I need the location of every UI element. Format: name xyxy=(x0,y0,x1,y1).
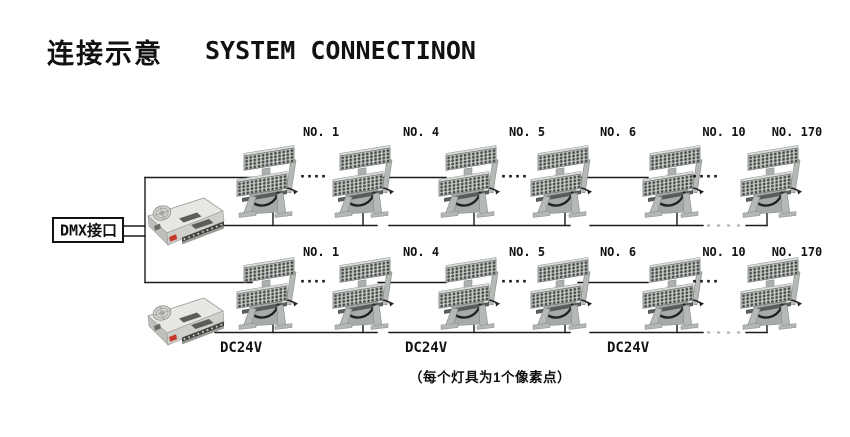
fixture-number-label: NO. 5 xyxy=(509,125,545,139)
omitted-fixtures-dots xyxy=(322,279,325,283)
omitted-fixtures-dots xyxy=(502,279,505,283)
power-supply xyxy=(147,297,225,346)
omitted-fixtures-dots xyxy=(700,279,703,283)
dc24v-label: DC24V xyxy=(607,340,650,356)
omitted-fixtures-dots xyxy=(707,174,710,178)
dc24v-label: DC24V xyxy=(405,340,448,356)
omitted-fixtures-dots xyxy=(707,279,710,283)
omitted-fixtures-dots xyxy=(308,279,311,283)
dc24v-label: DC24V xyxy=(220,340,263,356)
omitted-power-dots xyxy=(737,224,741,227)
omitted-fixtures-dots xyxy=(315,174,318,178)
led-fixture xyxy=(529,256,594,331)
omitted-power-dots xyxy=(707,224,711,227)
fixture-number-label: NO. 4 xyxy=(403,125,439,139)
omitted-fixtures-dots xyxy=(714,174,717,178)
fixture-number-label: NO. 1 xyxy=(303,245,339,259)
power-supply xyxy=(147,197,225,246)
led-fixture xyxy=(529,144,594,219)
omitted-fixtures-dots xyxy=(693,279,696,283)
fixture-number-label: NO. 10 xyxy=(702,245,745,259)
omitted-power-dots xyxy=(727,331,731,334)
omitted-power-dots xyxy=(707,331,711,334)
fixture-number-label: NO. 5 xyxy=(509,245,545,259)
title-bar: 连接示意 SYSTEM CONNECTINON xyxy=(0,0,850,80)
omitted-power-dots xyxy=(717,331,721,334)
led-fixture xyxy=(437,256,502,331)
fixture-number-label: NO. 170 xyxy=(772,125,823,139)
omitted-fixtures-dots xyxy=(693,174,696,178)
dmx-interface-label: DMX接口 xyxy=(60,222,117,240)
dmx-interface-box xyxy=(52,217,124,243)
omitted-fixtures-dots xyxy=(509,279,512,283)
omitted-fixtures-dots xyxy=(509,174,512,178)
led-fixture xyxy=(739,256,804,331)
led-fixture xyxy=(235,256,300,331)
omitted-power-dots xyxy=(727,224,731,227)
fixture-number-label: NO. 6 xyxy=(600,125,636,139)
omitted-fixtures-dots xyxy=(308,174,311,178)
led-fixture xyxy=(331,256,396,331)
led-fixture xyxy=(641,144,706,219)
omitted-power-dots xyxy=(737,331,741,334)
led-fixture xyxy=(641,256,706,331)
omitted-fixtures-dots xyxy=(714,279,717,283)
omitted-fixtures-dots xyxy=(322,174,325,178)
fixture-number-label: NO. 170 xyxy=(772,245,823,259)
omitted-fixtures-dots xyxy=(700,174,703,178)
footnote: （每个灯具为1个像素点） xyxy=(409,369,571,385)
fixture-number-label: NO. 6 xyxy=(600,245,636,259)
omitted-fixtures-dots xyxy=(523,174,526,178)
omitted-fixtures-dots xyxy=(301,174,304,178)
led-fixture xyxy=(235,144,300,219)
omitted-fixtures-dots xyxy=(301,279,304,283)
led-fixture xyxy=(739,144,804,219)
omitted-fixtures-dots xyxy=(315,279,318,283)
fixture-row: NO. 1 NO. 4 NO. 5 NO. 6 NO. 10 NO. 170 xyxy=(144,125,823,246)
omitted-fixtures-dots xyxy=(523,279,526,283)
fixture-number-label: NO. 1 xyxy=(303,125,339,139)
fixture-number-label: NO. 10 xyxy=(702,125,745,139)
led-fixture xyxy=(331,144,396,219)
page-title-chinese: 连接示意 xyxy=(47,39,163,69)
fixture-number-label: NO. 4 xyxy=(403,245,439,259)
led-fixture xyxy=(437,144,502,219)
omitted-fixtures-dots xyxy=(502,174,505,178)
page-title-english: SYSTEM CONNECTINON xyxy=(205,36,476,65)
omitted-fixtures-dots xyxy=(516,279,519,283)
omitted-fixtures-dots xyxy=(516,174,519,178)
omitted-power-dots xyxy=(717,224,721,227)
dmx-interface-group: DMX接口 xyxy=(52,176,146,284)
